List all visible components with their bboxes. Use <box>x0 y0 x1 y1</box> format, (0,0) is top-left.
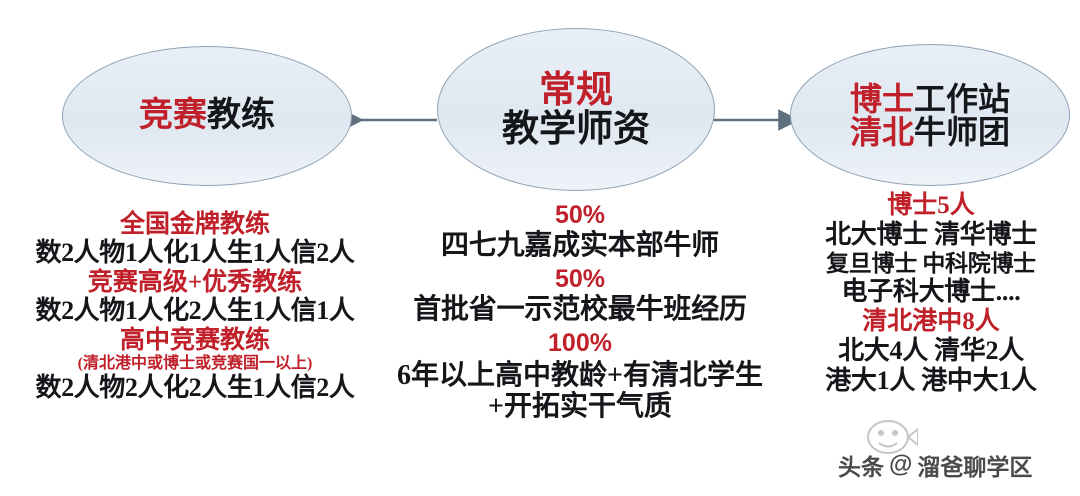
detail-column-competition-coach: 全国金牌教练 数2人物1人化1人生1人信2人 竞赛高级+优秀教练 数2人物1人化… <box>4 212 386 405</box>
detail-column-teaching-faculty: 50% 四七九嘉成实本部牛师 50% 首批省一示范校最牛班经历 100% 6年以… <box>382 203 778 423</box>
node-left-label-red: 竞赛 <box>139 97 207 134</box>
node-center-label-black: 教学师资 <box>502 108 650 150</box>
detail-line: 电子科大博士.... <box>841 277 1021 306</box>
node-center-label-red: 常规 <box>539 69 613 111</box>
watermark-at-icon: @ <box>889 451 913 478</box>
node-right-label-line2: 清北牛师团 <box>850 116 1010 148</box>
node-left-label-black: 教练 <box>207 97 275 134</box>
detail-line: (清北港中或博士或竞赛国一以上) <box>77 355 313 372</box>
node-competition-coach[interactable]: 竞赛教练 <box>62 46 352 186</box>
node-center-label-line1: 常规 <box>539 72 613 109</box>
percentage-label: 100% <box>548 329 612 357</box>
detail-line: 高中竞赛教练 <box>119 327 270 354</box>
percentage-label: 50% <box>554 265 606 293</box>
detail-line: 全国金牌教练 <box>119 211 270 238</box>
node-right-line1-red: 博士 <box>849 80 914 117</box>
detail-line: 港大1人 港中大1人 <box>825 366 1037 395</box>
node-doctoral-workstation[interactable]: 博士工作站 清北牛师团 <box>790 44 1070 186</box>
node-regular-teaching-faculty[interactable]: 常规 教学师资 <box>437 28 715 191</box>
detail-line: 北大博士 清华博士 <box>825 220 1037 249</box>
watermark-account: 溜爸聊学区 <box>917 454 1033 480</box>
watermark-platform: 头条 <box>838 454 884 480</box>
detail-line: 数2人物2人化2人生1人信2人 <box>35 373 355 402</box>
detail-line: 6年以上高中教龄+有清北学生+开拓实干气质 <box>397 360 763 423</box>
detail-line: 北大4人 清华2人 <box>838 336 1024 365</box>
detail-line: 博士5人 <box>887 192 975 219</box>
node-center-label-line2: 教学师资 <box>502 111 650 148</box>
node-right-line1-black: 工作站 <box>914 80 1011 117</box>
detail-column-doctoral-workstation: 博士5人 北大博士 清华博士 复旦博士 中科院博士 电子科大博士.... 清北港… <box>782 193 1080 398</box>
node-right-line2-black: 牛师团 <box>914 113 1011 150</box>
node-right-label-line1: 博士工作站 <box>850 83 1010 115</box>
detail-line: 数2人物1人化1人生1人信2人 <box>35 238 355 267</box>
percentage-label: 50% <box>554 201 606 229</box>
detail-line: 竞赛高级+优秀教练 <box>87 269 303 296</box>
watermark: 头条 @ 溜爸聊学区 <box>838 448 1032 482</box>
detail-line: 复旦博士 中科院博士 <box>826 251 1036 276</box>
detail-line: 首批省一示范校最牛班经历 <box>413 294 747 325</box>
node-left-label: 竞赛教练 <box>139 99 275 133</box>
detail-line: 清北港中8人 <box>862 308 1000 335</box>
detail-line: 四七九嘉成实本部牛师 <box>440 230 719 261</box>
node-right-line2-red: 清北 <box>849 113 914 150</box>
detail-line: 数2人物1人化2人生1人信1人 <box>35 296 355 325</box>
watermark-face-icon <box>867 420 918 454</box>
